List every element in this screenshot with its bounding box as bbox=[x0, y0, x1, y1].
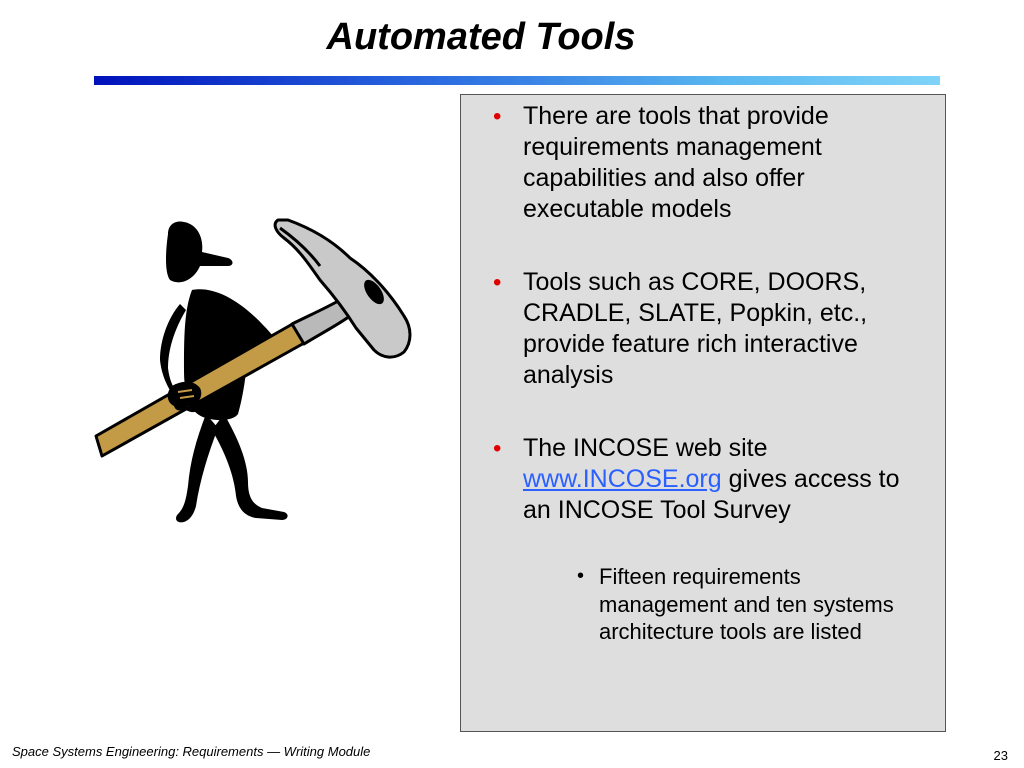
bullet-item: • There are tools that provide requireme… bbox=[493, 101, 903, 225]
bullet-text: There are tools that provide requirement… bbox=[523, 102, 829, 223]
bullet-dot-icon: • bbox=[493, 435, 502, 462]
bullet-item: • The INCOSE web site www.INCOSE.org giv… bbox=[493, 433, 903, 526]
title-underline-bar bbox=[94, 76, 940, 85]
bullet-text-after-link: gives access to an INCOSE Tool Survey bbox=[523, 465, 900, 524]
sub-bullet-dot-icon: • bbox=[577, 565, 585, 587]
sub-bullet-text: Fifteen requirements management and ten … bbox=[599, 564, 894, 644]
footer-text: Space Systems Engineering: Requirements … bbox=[12, 744, 371, 759]
bullet-dot-icon: • bbox=[493, 269, 502, 296]
bullet-text: Tools such as CORE, DOORS, CRADLE, SLATE… bbox=[523, 268, 868, 389]
page-number: 23 bbox=[993, 748, 1008, 763]
sub-bullet-item: • Fifteen requirements management and te… bbox=[577, 563, 919, 646]
bullet-text-before-link: The INCOSE web site bbox=[523, 434, 768, 462]
incose-link[interactable]: www.INCOSE.org bbox=[523, 465, 722, 493]
man-carrying-hammer-icon bbox=[94, 218, 412, 523]
slide-title: Automated Tools bbox=[326, 16, 636, 58]
content-box: • There are tools that provide requireme… bbox=[460, 94, 946, 732]
bullet-dot-icon: • bbox=[493, 103, 502, 130]
bullet-item: • Tools such as CORE, DOORS, CRADLE, SLA… bbox=[493, 267, 903, 391]
